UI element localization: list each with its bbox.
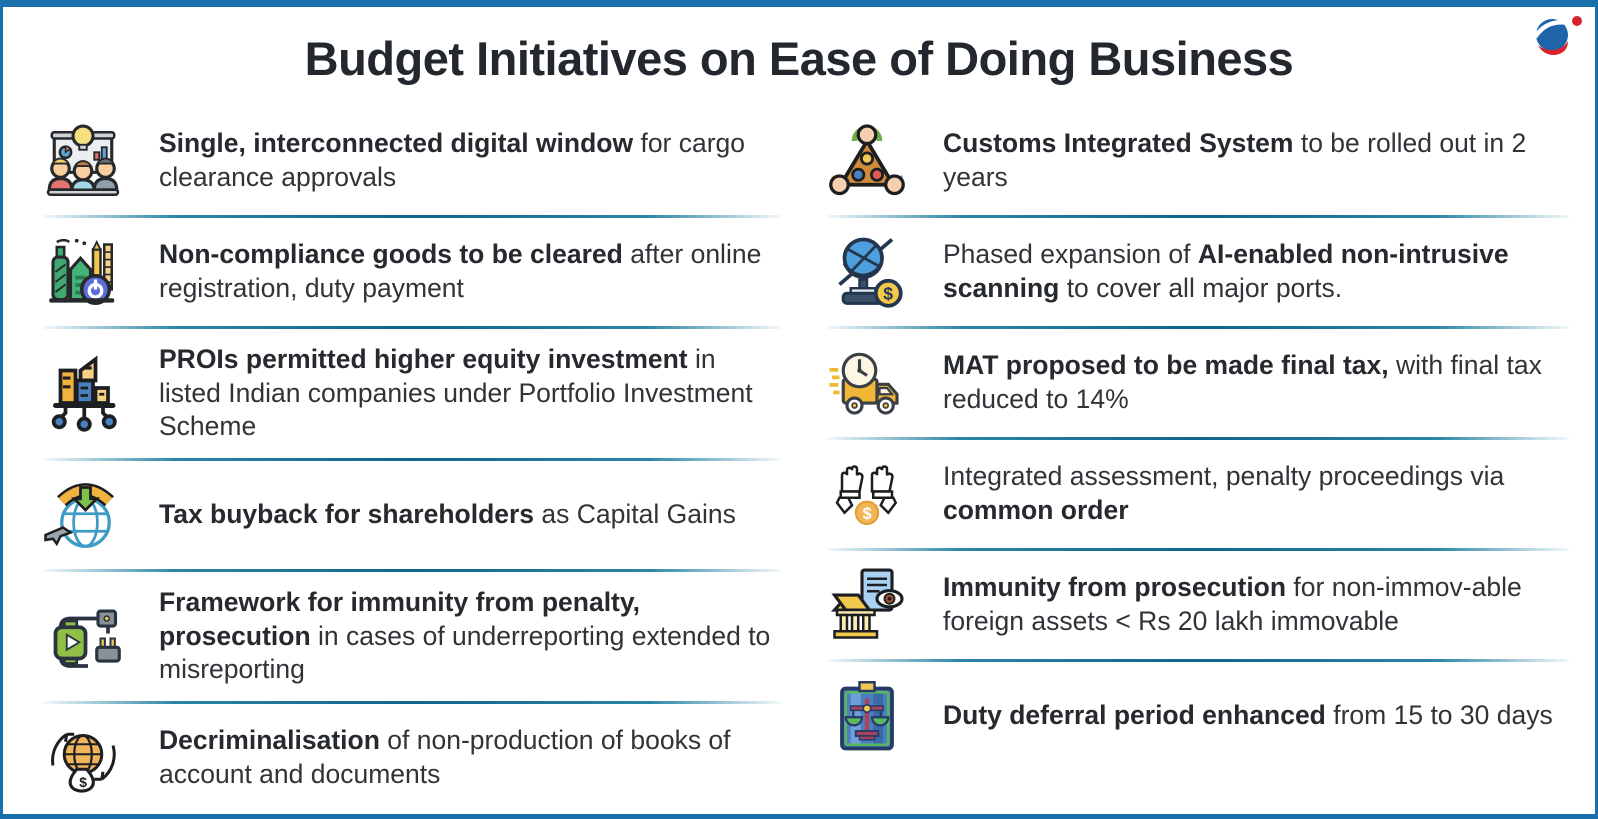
truck-clock-icon <box>827 343 907 423</box>
globe-cycle-money-icon: $ <box>43 718 123 798</box>
svg-text:$: $ <box>79 775 87 790</box>
right-column: Customs Integrated System to be rolled o… <box>827 112 1569 807</box>
item-text-bold: Single, interconnected digital window <box>159 128 634 159</box>
row-divider <box>827 437 1569 440</box>
industry-goods-icon <box>43 232 123 312</box>
item-text-bold: AI-enabled non-intrusive scanning <box>943 239 1509 303</box>
item-text: PROIs permitted higher equity investment… <box>159 343 781 444</box>
initiatives-grid: Single, interconnected digital window fo… <box>3 86 1595 807</box>
item-text-regular: in cases of underreporting extended to m… <box>159 620 771 685</box>
building-network-icon <box>43 353 123 433</box>
item-text-bold: Duty deferral period enhanced <box>943 700 1326 731</box>
item-text-regular: to cover all major ports. <box>1059 273 1343 303</box>
row-divider <box>827 659 1569 662</box>
item-text-bold: Tax buyback for shareholders <box>159 499 535 530</box>
item-text: Tax buyback for shareholders as Capital … <box>159 498 736 532</box>
item-text-regular: for cargo clearance approvals <box>159 128 746 192</box>
page-title: Budget Initiatives on Ease of Doing Busi… <box>304 32 1294 85</box>
item-text: Immunity from prosecution for non-immov-… <box>943 571 1569 638</box>
item-text-regular: in listed Indian companies under Portfol… <box>159 344 753 442</box>
bank-document-eye-icon <box>827 565 907 645</box>
item-text-regular: to be rolled out in 2 years <box>943 128 1527 192</box>
item-text-bold: MAT proposed to be made final tax, <box>943 350 1389 381</box>
item-text: Integrated assessment, penalty proceedin… <box>943 460 1569 527</box>
item-text-bold: Customs Integrated System <box>943 128 1294 159</box>
item-text: Decriminalisation of non-production of b… <box>159 724 781 791</box>
team-presentation-icon <box>43 121 123 201</box>
row-divider <box>827 326 1569 329</box>
item-text-regular: after online registration, duty payment <box>159 239 762 303</box>
item-text: Framework for immunity from penalty, pro… <box>159 586 781 687</box>
item-text-regular: Phased expansion of <box>943 239 1198 270</box>
list-item: Duty deferral period enhanced from 15 to… <box>827 667 1569 765</box>
list-item: Immunity from prosecution for non-immov-… <box>827 556 1569 654</box>
item-text-bold: common order <box>943 495 1129 525</box>
item-text-regular: as Capital Gains <box>534 499 736 530</box>
orbit-sphere-logo-icon <box>1531 13 1583 59</box>
justice-scales-icon <box>827 676 907 756</box>
item-text-regular: Integrated assessment, penalty proceedin… <box>943 461 1505 492</box>
desk-globe-money-icon: $ <box>827 232 907 312</box>
row-divider <box>43 326 781 329</box>
list-item: $ Decriminalisation of non-production of… <box>43 709 781 807</box>
list-item: Customs Integrated System to be rolled o… <box>827 112 1569 210</box>
item-text-bold: Framework for immunity from penalty, pro… <box>159 586 641 651</box>
item-text: Customs Integrated System to be rolled o… <box>943 127 1569 194</box>
item-text: MAT proposed to be made final tax, with … <box>943 349 1569 416</box>
list-item: Tax buyback for shareholders as Capital … <box>43 466 781 564</box>
row-divider <box>43 215 781 218</box>
list-item: $ Integrated assessment, penalty proceed… <box>827 445 1569 543</box>
item-text-bold: Decriminalisation <box>159 725 380 756</box>
item-text-bold: Non-compliance goods to be cleared <box>159 239 623 270</box>
item-text: Single, interconnected digital window fo… <box>159 127 781 194</box>
item-text-regular: with final tax reduced to 14% <box>943 350 1542 414</box>
list-item: Single, interconnected digital window fo… <box>43 112 781 210</box>
row-divider <box>827 215 1569 218</box>
row-divider <box>43 700 781 704</box>
item-text-regular: of non-production of books of account an… <box>159 725 731 789</box>
row-divider <box>43 457 781 461</box>
list-item: PROIs permitted higher equity investment… <box>43 334 781 453</box>
item-text-regular: from 15 to 30 days <box>1325 700 1553 731</box>
svg-text:$: $ <box>863 505 872 523</box>
item-text: Phased expansion of AI-enabled non-intru… <box>943 238 1569 305</box>
list-item: Non-compliance goods to be cleared after… <box>43 223 781 321</box>
svg-text:$: $ <box>883 284 893 304</box>
list-item: MAT proposed to be made final tax, with … <box>827 334 1569 432</box>
globe-import-arrow-icon <box>43 475 123 555</box>
row-divider <box>43 568 781 572</box>
item-text-regular: for non-immov-able foreign assets < Rs 2… <box>943 572 1522 636</box>
item-text: Non-compliance goods to be cleared after… <box>159 238 781 305</box>
hands-cuffs-money-icon: $ <box>827 454 907 534</box>
left-column: Single, interconnected digital window fo… <box>43 112 781 807</box>
row-divider <box>827 548 1569 551</box>
item-text-bold: PROIs permitted higher equity investment <box>159 344 688 374</box>
item-text-bold: Immunity from prosecution <box>943 572 1287 603</box>
item-text: Duty deferral period enhanced from 15 to… <box>943 699 1553 733</box>
list-item: $ Phased expansion of AI-enabled non-int… <box>827 223 1569 321</box>
people-pyramid-icon <box>827 121 907 201</box>
list-item: Framework for immunity from penalty, pro… <box>43 577 781 696</box>
device-plug-icon <box>43 596 123 676</box>
